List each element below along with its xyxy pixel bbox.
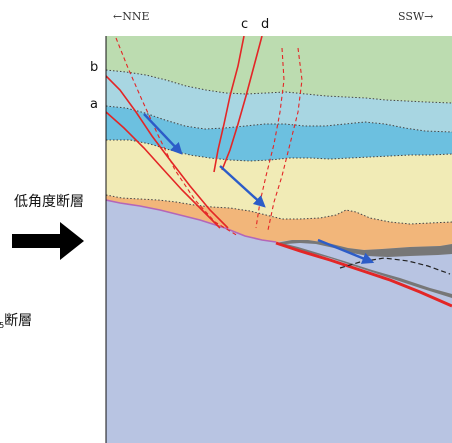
bottom-fault-label: F5断層 [0, 313, 32, 330]
blue-layer [106, 106, 452, 161]
fault-c-trace-left [213, 36, 245, 173]
direction-label-left: ←NNE [113, 10, 150, 23]
green-layer [106, 36, 452, 103]
low-angle-fault-label: 低角度断層 [14, 194, 84, 210]
section-panel [106, 36, 452, 443]
bedding-line-light-blue-base [106, 105, 452, 133]
orange-layer [106, 195, 452, 250]
fault-a-projected-dashed [115, 37, 239, 237]
bottom-fault-label-suffix: 断層 [4, 313, 32, 329]
low-angle-fault-trace [106, 199, 277, 243]
fault-d-dashed-right [267, 47, 303, 231]
detachment-dashed-trace [339, 257, 451, 275]
fault-a-splay-2 [106, 111, 221, 229]
fault-label-d: d [261, 17, 269, 32]
bottom-fault-label-subscript: 5 [0, 321, 4, 330]
direction-label-right: SSW→ [398, 10, 433, 23]
light-blue-layer [106, 70, 452, 132]
bedding-line-green-base [106, 69, 452, 104]
slip-arrow-a [143, 113, 183, 155]
pale-yellow-layer [106, 140, 452, 224]
fault-label-a: a [90, 97, 98, 112]
slip-arrow-c [219, 165, 266, 208]
bedding-line-blue-base [106, 139, 452, 162]
fault-label-b: b [90, 60, 98, 75]
slip-arrow-f5 [317, 238, 375, 264]
fault-c-trace-right [221, 36, 263, 171]
f5-fault-trace [275, 241, 452, 308]
fault-label-c: c [241, 17, 248, 32]
dark-gray-wedge [276, 240, 452, 298]
tectonic-push-arrow [12, 222, 84, 260]
fault-a-splay-1 [106, 75, 229, 229]
basement-slice [286, 243, 452, 294]
